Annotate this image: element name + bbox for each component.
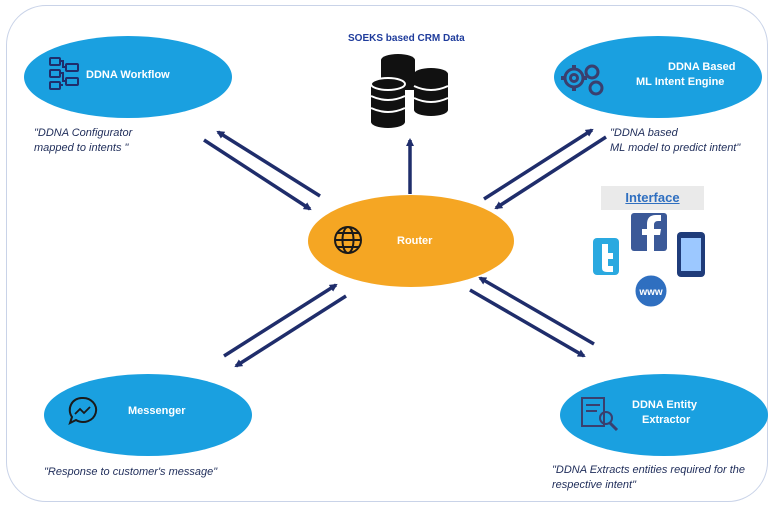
entity-extractor-label-line2: Extractor [642,414,691,426]
router-label: Router [397,235,433,247]
arrow-extractor-to-router [478,276,595,346]
arrow-workflow-to-router [203,138,312,211]
arrow-router-to-intent [483,128,594,201]
arrow-messenger-to-router [223,283,338,358]
arrow-intent-to-router [494,135,607,210]
intent-engine-quote-line2: ML model to predict intent" [610,142,741,154]
intent-engine-label-line2: ML Intent Engine [636,76,725,88]
messenger-quote: "Response to customer's message" [44,466,218,478]
entity-extractor-quote-line1: "DDNA Extracts entities required for the [552,464,746,476]
entity-extractor-quote-line2: respective intent" [552,479,637,491]
workflow-label: DDNA Workflow [86,69,170,81]
messenger-label: Messenger [128,405,186,417]
entity-extractor-label-line1: DDNA Entity [632,399,697,411]
arrow-router-to-extractor [469,288,586,358]
arrow-router-to-workflow [216,130,321,198]
workflow-quote: "DDNA Configurator mapped to intents " [34,127,133,154]
intent-engine-label-line1: DDNA Based [668,61,736,73]
crm-title: SOEKS based CRM Data [348,33,465,44]
arrow-router-to-messenger [234,294,347,368]
interface-label: Interface [601,186,704,210]
intent-engine-quote-line1: "DDNA based [610,127,678,139]
